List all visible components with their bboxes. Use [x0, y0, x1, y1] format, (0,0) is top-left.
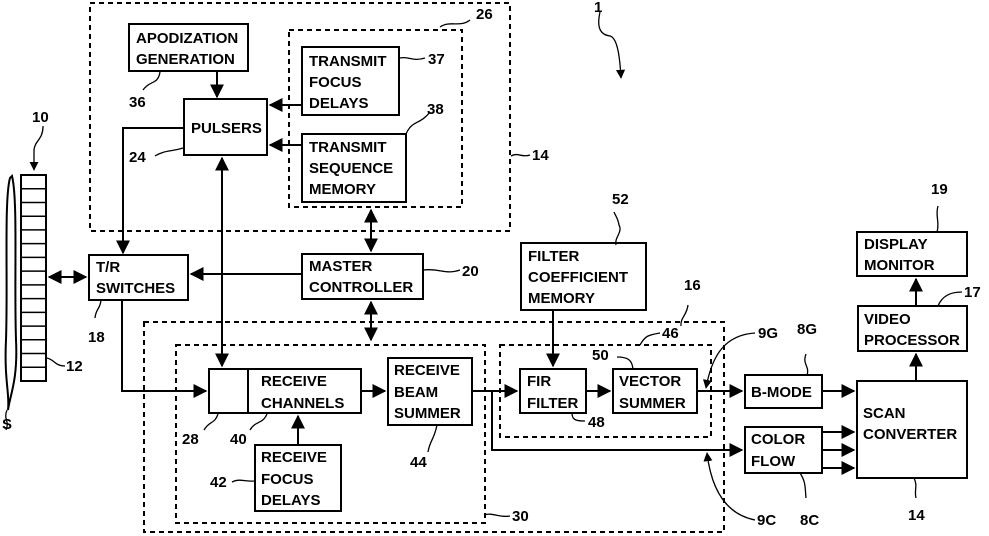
transmit-sequence-memory-block[interactable]: TRANSMIT SEQUENCE MEMORY	[302, 134, 406, 202]
svg-text:RECEIVE: RECEIVE	[261, 449, 327, 466]
ref-receive-port: 28	[182, 431, 199, 448]
svg-text:DELAYS: DELAYS	[261, 492, 320, 509]
master-controller-block[interactable]: MASTER CONTROLLER	[302, 254, 423, 299]
svg-text:RECEIVE: RECEIVE	[261, 373, 327, 390]
svg-text:GENERATION: GENERATION	[136, 51, 235, 68]
display-monitor-block[interactable]: DISPLAY MONITOR	[857, 232, 967, 276]
svg-text:CONVERTER: CONVERTER	[863, 426, 957, 443]
ref-beamformer: 30	[512, 508, 529, 525]
svg-text:SUMMER: SUMMER	[619, 395, 686, 412]
color-flow-block[interactable]: COLOR FLOW	[745, 427, 822, 473]
ref-video-processor: 17	[964, 284, 981, 301]
svg-text:MEMORY: MEMORY	[309, 181, 376, 198]
ref-beam-summer: 44	[410, 454, 427, 471]
ref-display-monitor: 19	[931, 181, 948, 198]
svg-text:FOCUS: FOCUS	[261, 471, 314, 488]
svg-text:DELAYS: DELAYS	[309, 95, 368, 112]
ref-receive-channels: 40	[230, 431, 247, 448]
ref-transmit-controller: 26	[476, 6, 493, 23]
ref-apodization: 36	[129, 94, 146, 111]
svg-text:COEFFICIENT: COEFFICIENT	[528, 269, 628, 286]
svg-text:MONITOR: MONITOR	[864, 257, 935, 274]
svg-text:SEQUENCE: SEQUENCE	[309, 160, 393, 177]
ref-transmitter: 14	[532, 147, 549, 164]
svg-text:SCAN: SCAN	[863, 405, 906, 422]
ref-vector-summer: 50	[592, 347, 609, 364]
ref-color-flow: 8C	[800, 512, 819, 529]
svg-text:FIR: FIR	[527, 373, 551, 390]
receive-channels-block[interactable]: RECEIVE CHANNELS	[209, 369, 361, 413]
svg-text:APODIZATION: APODIZATION	[136, 30, 238, 47]
svg-text:T/R: T/R	[96, 259, 120, 276]
transmit-focus-delays-block[interactable]: TRANSMIT FOCUS DELAYS	[302, 47, 399, 115]
fir-filter-block[interactable]: FIR FILTER	[520, 369, 586, 413]
ref-fir-filter: 48	[588, 414, 605, 431]
svg-text:FILTER: FILTER	[527, 395, 579, 412]
svg-text:PULSERS: PULSERS	[191, 120, 262, 137]
ref-master-controller: 20	[462, 263, 479, 280]
receive-focus-delays-block[interactable]: RECEIVE FOCUS DELAYS	[255, 445, 341, 511]
scan-converter-block[interactable]: SCAN CONVERTER	[857, 381, 967, 478]
pulsers-to-tr-switches	[123, 128, 184, 253]
svg-text:MASTER: MASTER	[309, 258, 373, 275]
svg-text:RECEIVE: RECEIVE	[394, 362, 460, 379]
ref-tr-switches: 18	[88, 329, 105, 346]
svg-text:FOCUS: FOCUS	[309, 74, 362, 91]
video-processor-block[interactable]: VIDEO PROCESSOR	[858, 306, 967, 351]
transducer-array	[21, 175, 46, 381]
svg-text:SWITCHES: SWITCHES	[96, 280, 175, 297]
subject-outline	[6, 176, 17, 410]
svg-text:VIDEO: VIDEO	[864, 311, 911, 328]
ref-subject: S	[2, 416, 12, 433]
svg-text:FILTER: FILTER	[528, 248, 580, 265]
b-mode-block[interactable]: B-MODE	[745, 375, 822, 408]
ref-transducer: 10	[32, 109, 49, 126]
svg-text:SUMMER: SUMMER	[394, 405, 461, 422]
svg-text:COLOR: COLOR	[751, 431, 805, 448]
apodization-generation-block[interactable]: APODIZATION GENERATION	[129, 24, 248, 71]
receive-beam-summer-block[interactable]: RECEIVE BEAM SUMMER	[388, 358, 472, 425]
ref-pulsers: 24	[129, 149, 146, 166]
ref-b-mode-signal: 9G	[758, 325, 778, 342]
ref-scan-converter: 14	[908, 507, 925, 524]
receiver-group-box	[144, 322, 724, 532]
ref-array-elements: 12	[66, 358, 83, 375]
ref-receive-focus: 42	[210, 474, 227, 491]
ref-filter-coeff: 52	[612, 191, 629, 208]
svg-text:B-MODE: B-MODE	[751, 384, 812, 401]
svg-text:MEMORY: MEMORY	[528, 290, 595, 307]
svg-text:CONTROLLER: CONTROLLER	[309, 279, 413, 296]
filter-coefficient-memory-block[interactable]: FILTER COEFFICIENT MEMORY	[521, 243, 646, 310]
svg-text:VECTOR: VECTOR	[619, 373, 681, 390]
svg-text:BEAM: BEAM	[394, 384, 438, 401]
tr-switches-block[interactable]: T/R SWITCHES	[89, 255, 188, 300]
ref-receiver: 16	[684, 277, 701, 294]
svg-text:FLOW: FLOW	[751, 453, 796, 470]
ref-tx-sequence: 38	[427, 101, 444, 118]
pulsers-block[interactable]: PULSERS	[184, 99, 267, 155]
vector-summer-block[interactable]: VECTOR SUMMER	[613, 369, 697, 413]
svg-text:TRANSMIT: TRANSMIT	[309, 139, 387, 156]
svg-text:TRANSMIT: TRANSMIT	[309, 53, 387, 70]
svg-text:PROCESSOR: PROCESSOR	[864, 332, 960, 349]
ref-b-mode: 8G	[797, 321, 817, 338]
ref-tx-focus: 37	[428, 51, 445, 68]
tr-to-receive-channels	[122, 300, 206, 391]
ref-filter-group: 46	[662, 325, 679, 342]
svg-text:CHANNELS: CHANNELS	[261, 395, 344, 412]
ref-color-signal: 9C	[757, 512, 776, 529]
svg-text:DISPLAY: DISPLAY	[864, 236, 928, 253]
ref-system: 1	[594, 0, 602, 16]
